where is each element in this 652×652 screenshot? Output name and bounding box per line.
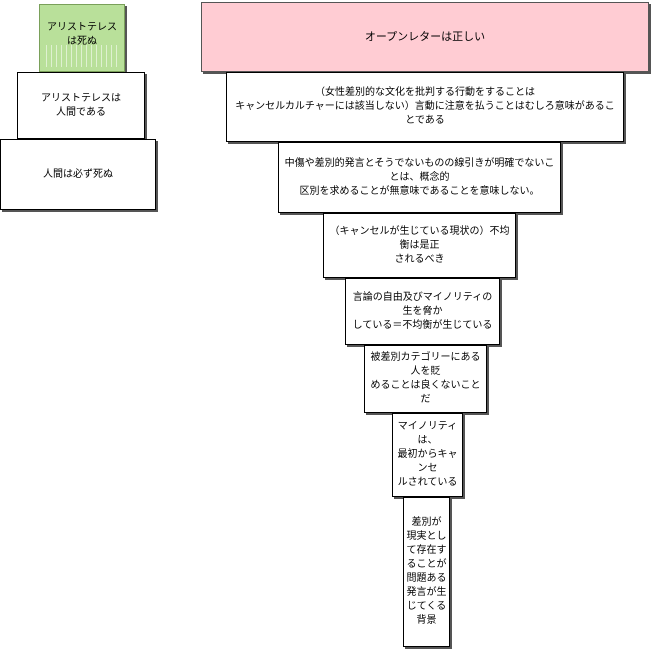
argument-level-7-text: 差別が 現実とし て存在す ることが 問題ある 発言が生 じてくる 背景: [406, 517, 447, 626]
argument-level-3-box[interactable]: （キャンセルが生じている現状の）不均衡は是正 されるべき: [323, 213, 516, 278]
argument-level-1-text: （女性差別的な文化を批判する行動をすることは キャンセルカルチャーには該当しない…: [235, 87, 615, 126]
argument-level-2-box[interactable]: 中傷や差別的発言とそうでないものの線引きが明確でないことは、概念的 区別を求める…: [278, 142, 561, 213]
argument-level-1-box[interactable]: （女性差別的な文化を批判する行動をすることは キャンセルカルチャーには該当しない…: [226, 72, 624, 142]
argument-level-7-box[interactable]: 差別が 現実とし て存在す ることが 問題ある 発言が生 じてくる 背景: [403, 497, 450, 647]
argument-level-5-box[interactable]: 被差別カテゴリーにある人を貶 めることは良くないことだ: [364, 345, 487, 413]
syllogism-major-premise-text: 人間は必ず死ぬ: [43, 168, 113, 180]
argument-level-2-text: 中傷や差別的発言とそうでないものの線引きが明確でないことは、概念的 区別を求める…: [284, 157, 555, 197]
syllogism-conclusion-box[interactable]: アリストテレスは死ぬ: [39, 4, 125, 72]
argument-level-6-box[interactable]: マイノリティは、 最初からキャンセ ルされている: [392, 413, 463, 497]
open-letter-conclusion-text: オープンレターは正しい: [364, 30, 486, 44]
open-letter-conclusion-box[interactable]: オープンレターは正しい: [201, 2, 649, 72]
syllogism-conclusion-text: アリストテレスは死ぬ: [47, 22, 117, 47]
syllogism-major-premise-box[interactable]: 人間は必ず死ぬ: [0, 139, 156, 210]
syllogism-minor-premise-box[interactable]: アリストテレスは 人間である: [17, 72, 145, 139]
argument-level-4-box[interactable]: 言論の自由及びマイノリティの生を脅か している＝不均衡が生じている: [345, 278, 500, 345]
argument-level-6-text: マイノリティは、 最初からキャンセ ルされている: [397, 421, 458, 488]
syllogism-minor-premise-text: アリストテレスは 人間である: [41, 92, 121, 118]
argument-level-5-text: 被差別カテゴリーにある人を貶 めることは良くないことだ: [370, 352, 481, 405]
argument-level-4-text: 言論の自由及びマイノリティの生を脅か している＝不均衡が生じている: [352, 291, 493, 331]
argument-level-3-text: （キャンセルが生じている現状の）不均衡は是正 されるべき: [329, 225, 510, 265]
